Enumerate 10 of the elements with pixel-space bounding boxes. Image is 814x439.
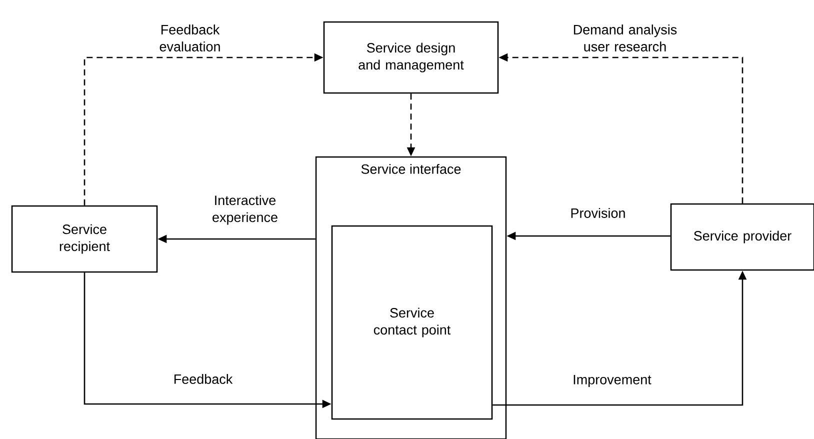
process-box: Service provider	[670, 203, 814, 271]
edge-label: Feedback	[174, 374, 233, 384]
edge-label: Interactive experience	[212, 195, 278, 225]
process-inner-box: Service contact point	[331, 225, 493, 420]
edge-label: Provision	[571, 208, 625, 218]
edge-label: Improvement	[574, 374, 652, 388]
edge-label: Feedback evaluation	[160, 24, 220, 52]
process-box: Service recipient	[11, 205, 158, 273]
edge-label: Demand analysis user research	[574, 24, 677, 52]
process-box: Service design and management	[323, 21, 499, 94]
